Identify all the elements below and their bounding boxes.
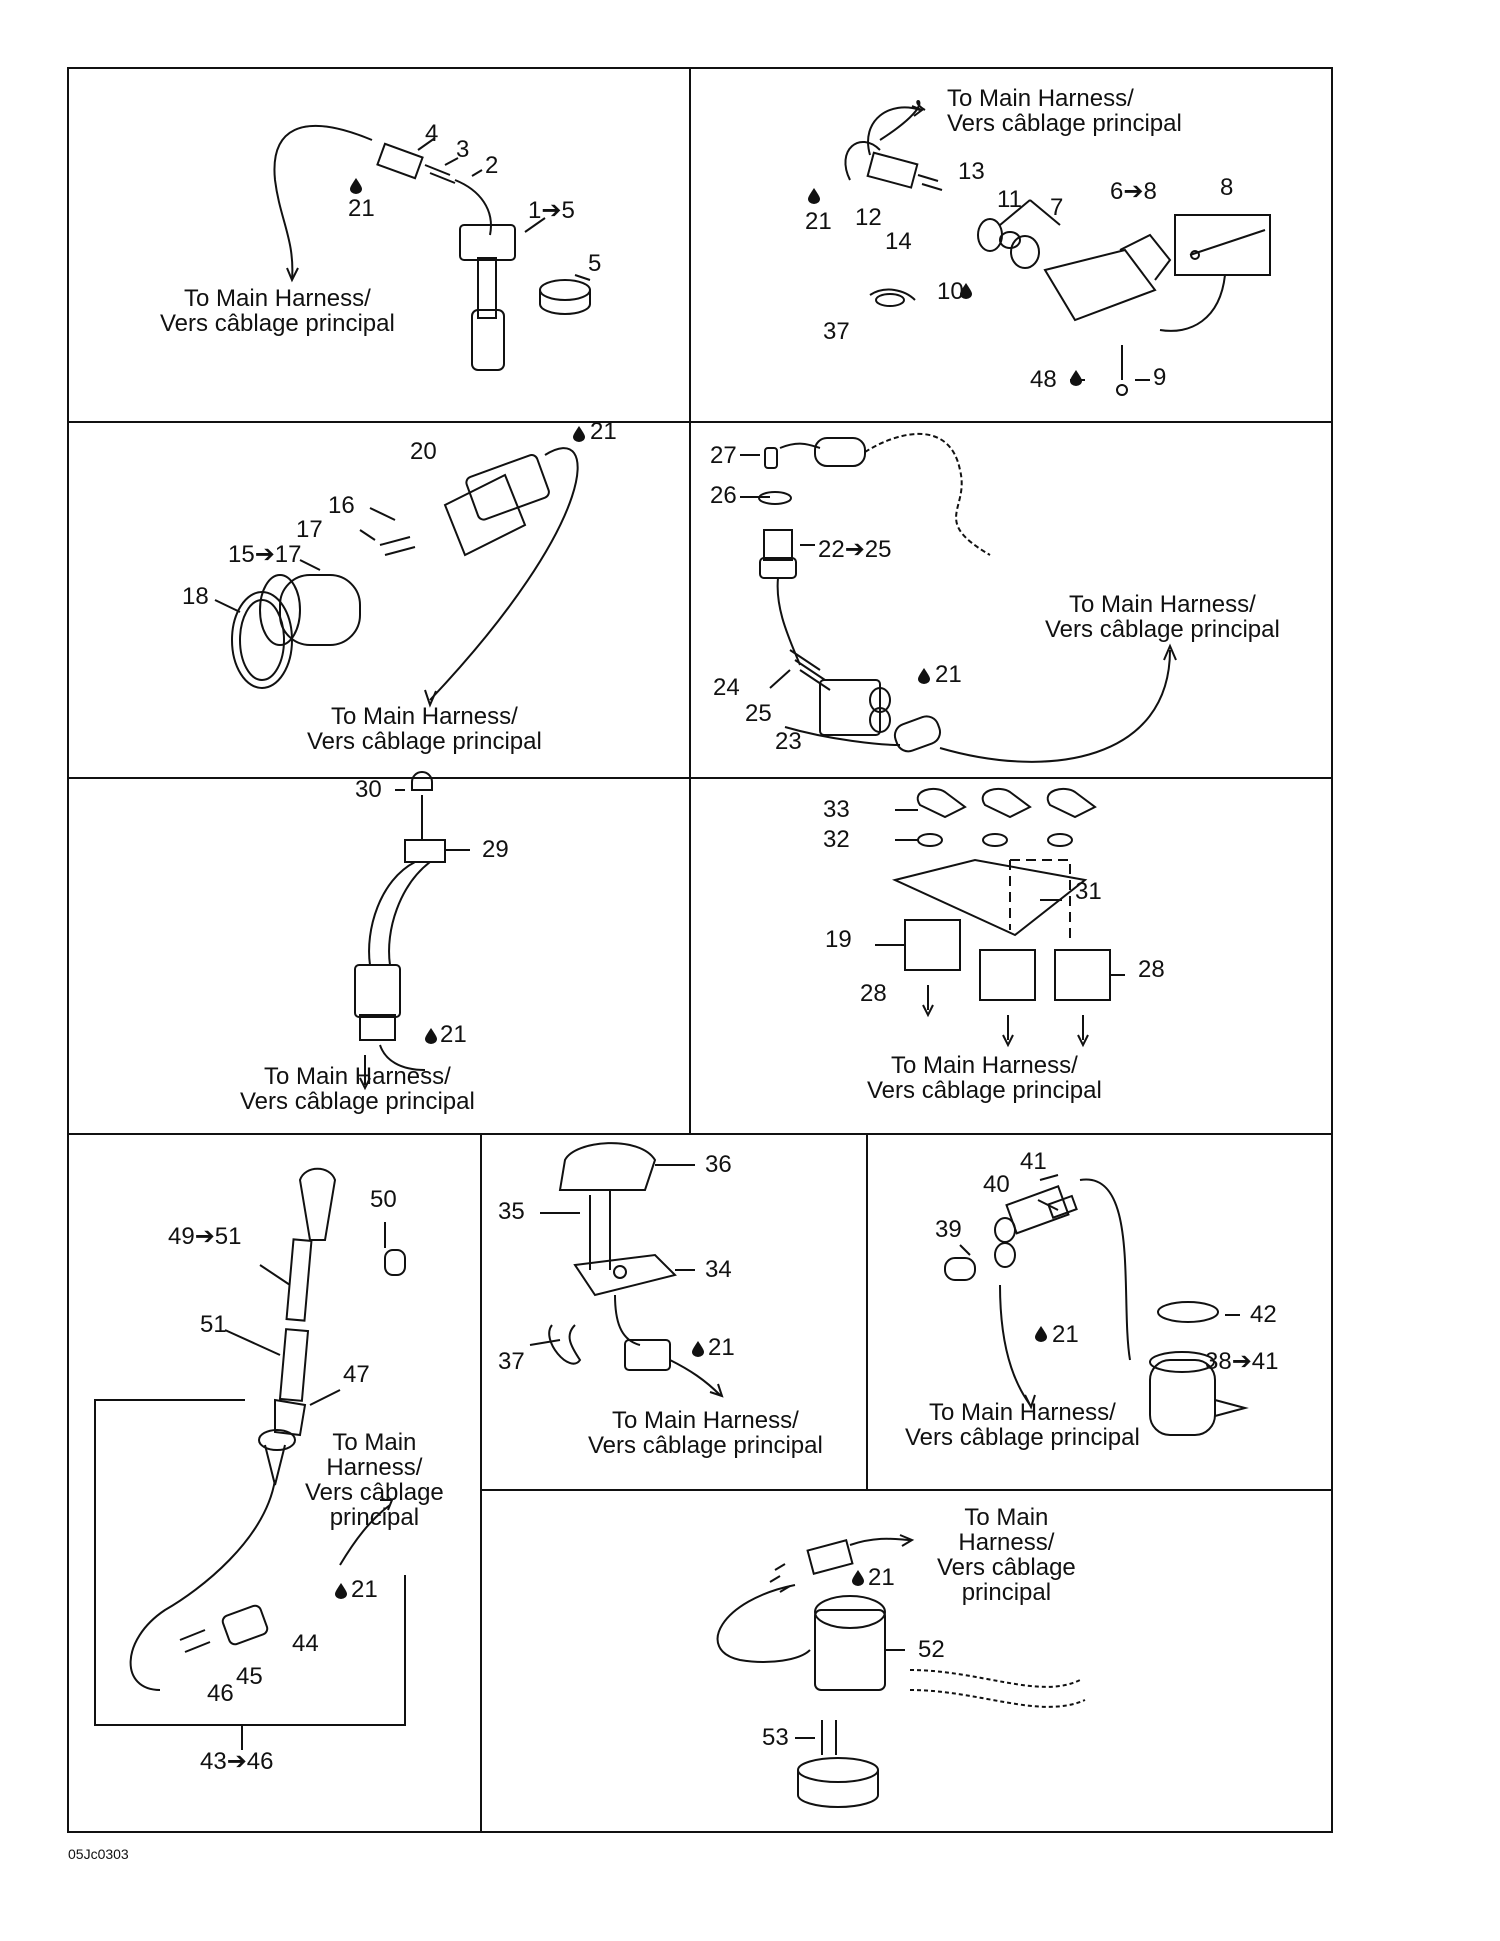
outer-frame [67, 67, 1333, 1833]
p9-art [944, 1174, 1249, 1436]
callout: 49➔51 [168, 1223, 242, 1250]
callout: 32 [823, 826, 850, 853]
callout: 36 [705, 1151, 732, 1178]
p4-art [740, 433, 1177, 763]
callout: 21 [1052, 1321, 1079, 1348]
callout: 44 [292, 1630, 319, 1657]
p8-art [529, 1142, 724, 1398]
callout: 46 [207, 1680, 234, 1707]
harness-label: To Main Harness/ Vers câblage principal [588, 1407, 823, 1459]
p6-art [875, 787, 1125, 1048]
harness-label: To Main Harness/ Vers câblage principal [160, 285, 395, 337]
drop-icon [573, 426, 585, 442]
callout: 21 [868, 1564, 895, 1591]
callout: 33 [823, 796, 850, 823]
callout: 39 [935, 1216, 962, 1243]
callout: 8 [1220, 174, 1234, 201]
callout: 4 [425, 120, 439, 147]
callout: 26 [710, 482, 737, 509]
callout: 48 [1030, 366, 1057, 393]
p10-art [716, 1534, 1086, 1808]
drop-icon [350, 178, 362, 194]
callout: 42 [1250, 1301, 1277, 1328]
drawing-code: 05Jc0303 [68, 1846, 129, 1862]
callout: 29 [482, 836, 509, 863]
callout: 21 [590, 418, 617, 445]
callout: 21 [805, 208, 832, 235]
callout: 51 [200, 1311, 227, 1338]
callout: 34 [705, 1256, 732, 1283]
drop-icon [918, 668, 930, 684]
harness-label: To Main Harness/ Vers câblage principal [1045, 591, 1280, 643]
callout: 41 [1020, 1148, 1047, 1175]
callout: 16 [328, 492, 355, 519]
callout: 7 [1050, 194, 1064, 221]
callout: 22➔25 [818, 536, 892, 563]
callout: 40 [983, 1171, 1010, 1198]
callout: 31 [1075, 878, 1102, 905]
harness-label: To Main Harness/ Vers câblage principal [937, 1504, 1076, 1606]
callout: 14 [885, 228, 912, 255]
callout: 20 [410, 438, 437, 465]
callout: 24 [713, 674, 740, 701]
callout: 10 [937, 278, 964, 305]
p7-art [94, 1167, 406, 1750]
callout: 27 [710, 442, 737, 469]
callout: 38➔41 [1205, 1348, 1279, 1375]
harness-label: To Main Harness/ Vers câblage principal [240, 1063, 475, 1115]
callout: 21 [348, 195, 375, 222]
callout: 3 [456, 136, 470, 163]
drop-icon [335, 1583, 347, 1599]
harness-label: To Main Harness/ Vers câblage principal [305, 1429, 444, 1531]
p2-art [844, 100, 1271, 396]
harness-label: To Main Harness/ Vers câblage principal [947, 85, 1182, 137]
drop-icon [425, 1028, 437, 1044]
callout: 52 [918, 1636, 945, 1663]
callout: 28 [860, 980, 887, 1007]
callout: 13 [958, 158, 985, 185]
callout: 45 [236, 1663, 263, 1690]
callout: 47 [343, 1361, 370, 1388]
callout: 21 [708, 1334, 735, 1361]
callout: 21 [440, 1021, 467, 1048]
drop-icon [960, 283, 972, 299]
callout: 30 [355, 776, 382, 803]
callout: 6➔8 [1110, 178, 1157, 205]
callout: 18 [182, 583, 209, 610]
callout: 50 [370, 1186, 397, 1213]
callout: 35 [498, 1198, 525, 1225]
callout: 21 [935, 661, 962, 688]
drop-icon [808, 188, 820, 204]
callout: 9 [1153, 364, 1167, 391]
p1-wire [273, 124, 373, 281]
harness-label: To Main Harness/ Vers câblage principal [307, 703, 542, 755]
harness-label: To Main Harness/ Vers câblage principal [867, 1052, 1102, 1104]
p1-art [273, 124, 591, 371]
callout: 37 [498, 1348, 525, 1375]
callout: 43➔46 [200, 1748, 274, 1775]
callout: 19 [825, 926, 852, 953]
callout: 11 [997, 186, 1022, 213]
callout: 53 [762, 1724, 789, 1751]
callout: 15➔17 [228, 541, 302, 568]
callout: 2 [485, 152, 499, 179]
drop-icon [1070, 370, 1082, 386]
drop-icon [692, 1341, 704, 1357]
drop-icon [852, 1570, 864, 1586]
p5-art [354, 771, 470, 1091]
callout: 37 [823, 318, 850, 345]
callout: 5 [588, 250, 602, 277]
callout: 12 [855, 204, 882, 231]
p3-art [214, 447, 579, 708]
drop-icon [1035, 1326, 1047, 1342]
callout: 28 [1138, 956, 1165, 983]
callout: 17 [296, 516, 323, 543]
callout: 25 [745, 700, 772, 727]
callout: 1➔5 [528, 197, 575, 224]
callout: 21 [351, 1576, 378, 1603]
harness-label: To Main Harness/ Vers câblage principal [905, 1399, 1140, 1451]
callout: 23 [775, 728, 802, 755]
